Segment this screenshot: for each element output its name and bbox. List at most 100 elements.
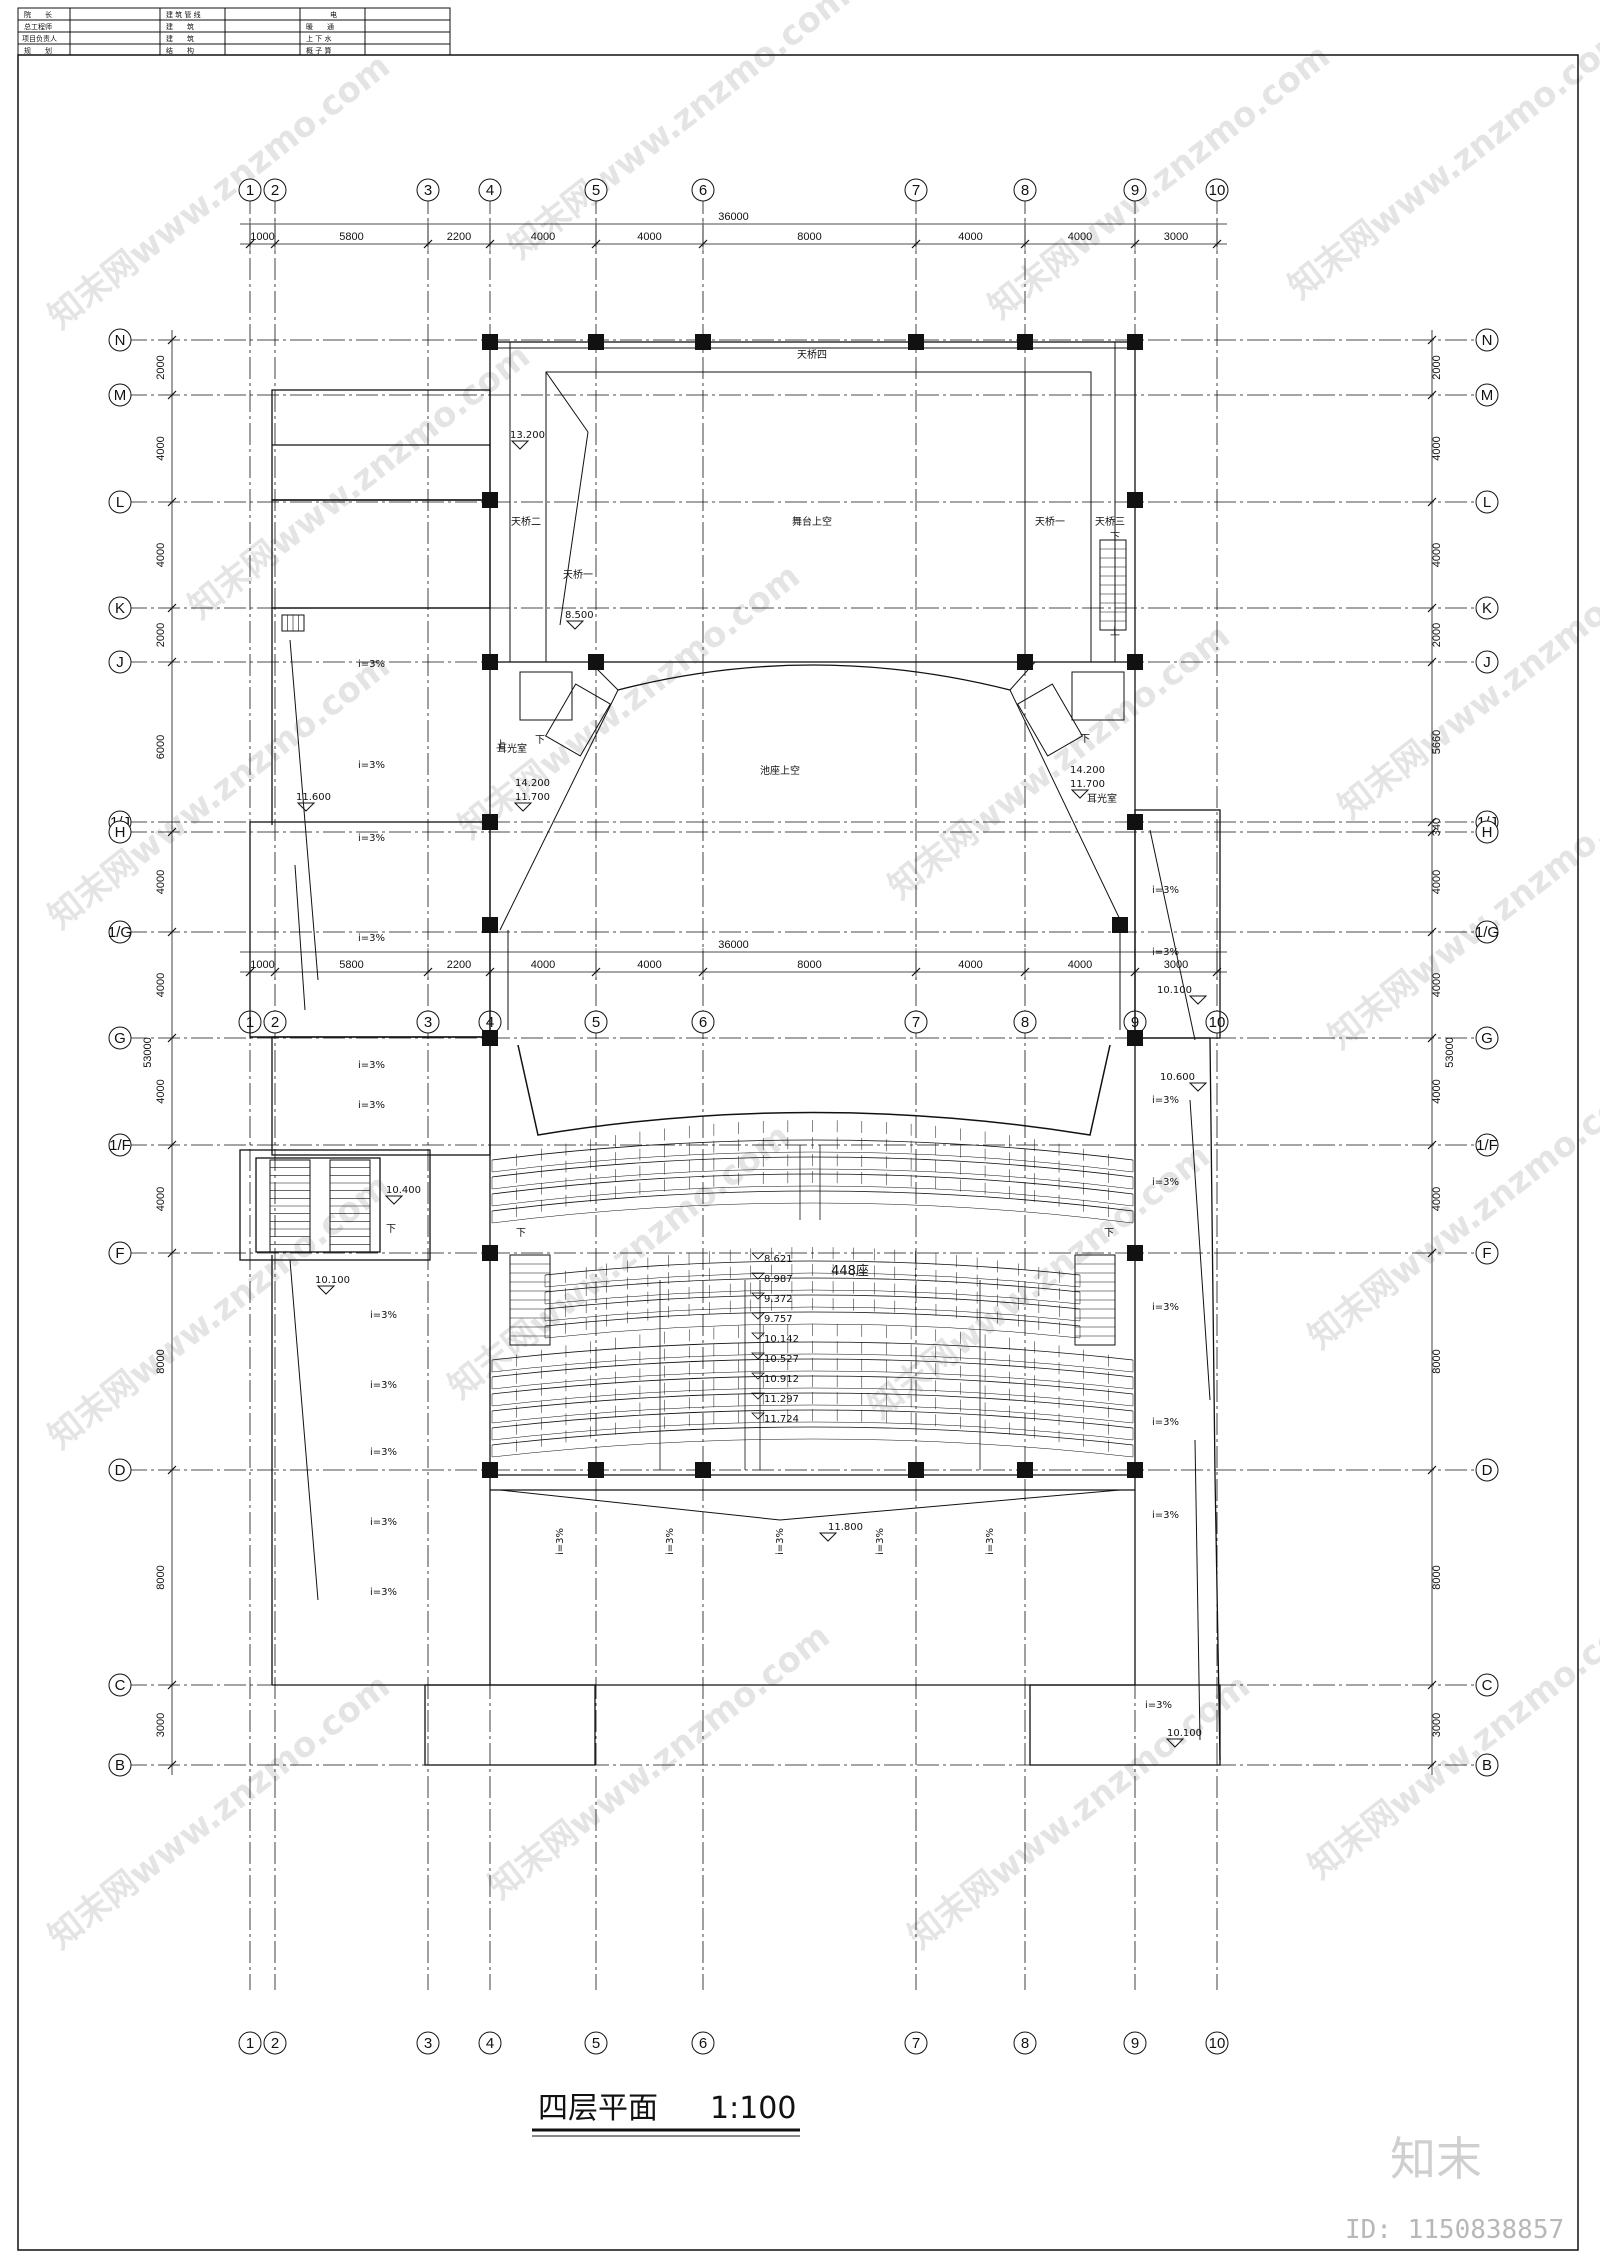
label-pit-void: 池座上空 (760, 764, 800, 777)
slope-label: i=3% (985, 1528, 996, 1555)
axis-label-row: H (115, 824, 126, 841)
elev-5: 11.700 (1070, 779, 1105, 790)
slope-label: i=3% (370, 1517, 397, 1528)
axis-bubble-col (584, 1010, 608, 1034)
column (482, 1245, 498, 1261)
axis-bubble-row-right (1475, 383, 1499, 407)
watermark-text: 知末网www.znzmo.com (41, 1666, 398, 1957)
tb-r2c2: 上 下 水 (306, 34, 331, 43)
axis-label-col: 7 (912, 1014, 920, 1031)
dim-tick (1427, 497, 1437, 507)
dim-value: 2200 (447, 959, 471, 971)
axis-bubble-row-right (1475, 1673, 1499, 1697)
axis-bubble-row (108, 1133, 132, 1157)
drawing-border (17, 54, 1579, 2251)
dim-value: 4000 (531, 231, 555, 243)
dim-value: 4000 (637, 959, 661, 971)
slope-label: i=3% (370, 1587, 397, 1598)
dim-total: 36000 (718, 211, 749, 223)
axis-label-col: 10 (1209, 1014, 1226, 1031)
watermark-text: 知末网www.znzmo.com (41, 1166, 398, 1457)
dim-value: 4000 (531, 959, 555, 971)
step-level: 9.372 (764, 1294, 793, 1305)
axis-bubble-col (584, 178, 608, 202)
label-bridge4: 天桥四 (797, 349, 827, 361)
dim-tick (167, 1465, 177, 1475)
dim-value: 8000 (797, 231, 821, 243)
axis-bubble-row-right (1475, 328, 1499, 352)
axis-label-col: 6 (699, 1014, 707, 1031)
slope-label: i=3% (1145, 1700, 1172, 1711)
dim-value: 5800 (339, 959, 363, 971)
slope-label: i=3% (555, 1528, 566, 1555)
axis-bubble-col (416, 1010, 440, 1034)
stairs (269, 539, 1127, 1346)
axis-bubble-row (108, 383, 132, 407)
axis-bubble-col (1013, 1010, 1037, 1034)
axis-bubble-row (108, 596, 132, 620)
label-stage-void: 舞台上空 (792, 515, 832, 528)
dim-total: 53000 (1444, 1037, 1456, 1068)
elev-12: 10.100 (1167, 1728, 1202, 1739)
watermark-text: 知末网www.znzmo.com (1331, 536, 1600, 827)
axis-bubble-row (108, 1753, 132, 1777)
elev-4: 14.200 (1070, 765, 1105, 776)
axis-bubble-row-right (1475, 1026, 1499, 1050)
dim-value: 4000 (1431, 1079, 1443, 1103)
watermark-text: 知末网www.znzmo.com (981, 36, 1338, 327)
seat-row (491, 1190, 1134, 1212)
axis-label-col-bottom: 7 (912, 2035, 920, 2052)
tb-r0c1: 建 筑 管 线 (166, 10, 201, 19)
axis-label-row: G (114, 1030, 126, 1047)
axis-bubble-col-bottom (1205, 2031, 1229, 2055)
step-level: 10.142 (764, 1334, 799, 1345)
axis-bubble-col (691, 1010, 715, 1034)
seat-row (544, 1277, 1081, 1293)
label-seats: 448座 (831, 1264, 869, 1279)
dim-tick (167, 603, 177, 613)
column (588, 334, 604, 350)
tb-r1c1: 建 筑 (166, 22, 194, 31)
step-mark (751, 1312, 765, 1320)
scale-text: 1:100 (710, 2091, 796, 2126)
axis-bubble-col-bottom (904, 2031, 928, 2055)
axis-label-row: J (116, 654, 124, 671)
slope-label: i=3% (358, 1100, 385, 1111)
label-down-5: 下 (1104, 1228, 1114, 1239)
axis-bubble-col-bottom (584, 2031, 608, 2055)
dim-value: 8000 (155, 1349, 167, 1373)
axis-bubble-col-bottom (478, 2031, 502, 2055)
axis-label-col-bottom: 8 (1021, 2035, 1029, 2052)
seat-row-back (491, 1353, 1134, 1373)
dim-value: 8000 (155, 1565, 167, 1589)
elev-11: 11.800 (828, 1522, 863, 1533)
seat-row-back (491, 1404, 1134, 1424)
elev-10: 10.100 (315, 1275, 350, 1286)
dim-value: 2000 (1431, 355, 1443, 379)
dim-value: 4000 (155, 436, 167, 460)
label-down-1: 下 (535, 735, 545, 746)
tb-r2c1: 建 筑 (166, 34, 194, 43)
dim-value: 4000 (958, 231, 982, 243)
axis-label-row: F (115, 1245, 124, 1262)
dim-tick (1427, 603, 1437, 613)
axis-label-row: D (115, 1462, 126, 1479)
dim-tick (1427, 1248, 1437, 1258)
step-mark (751, 1372, 765, 1380)
column (1127, 1245, 1143, 1261)
axis-bubble-row (108, 1026, 132, 1050)
seat-row-back (491, 1387, 1134, 1407)
dim-value: 5800 (339, 231, 363, 243)
axis-bubble-row-right (1475, 920, 1499, 944)
axis-label-row-right: F (1482, 1245, 1491, 1262)
dim-tick (167, 657, 177, 667)
elevation-marks: 13.200 8.500 14.200 11.700 14.200 11.700… (296, 430, 1208, 1748)
axis-label-col: 3 (424, 182, 432, 199)
axis-bubble-col (904, 178, 928, 202)
axis-label-col-bottom: 3 (424, 2035, 432, 2052)
axis-bubble-col-bottom (416, 2031, 440, 2055)
slope-label: i=3% (358, 933, 385, 944)
